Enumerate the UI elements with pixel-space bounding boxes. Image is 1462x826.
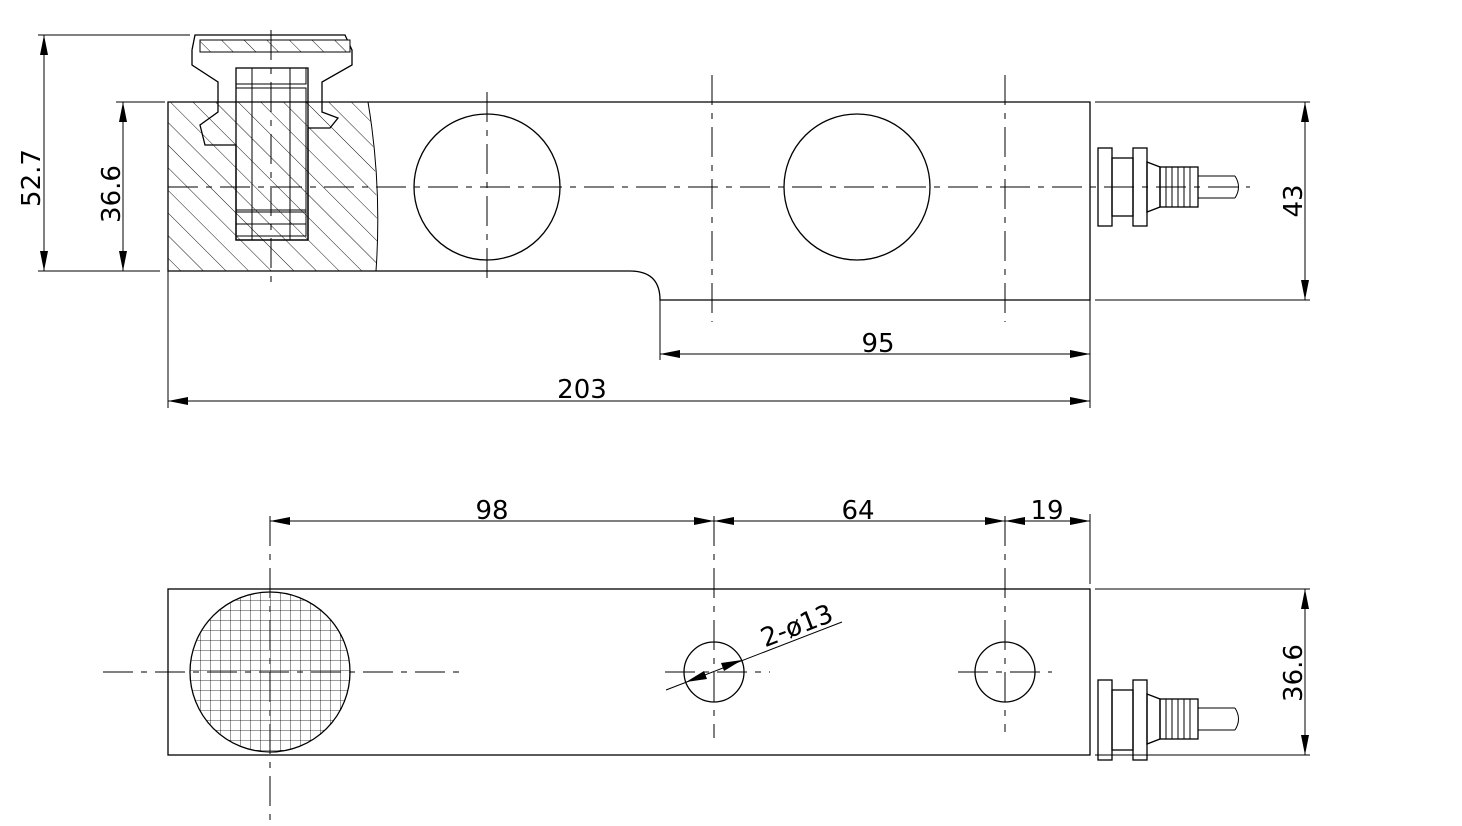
break-line xyxy=(367,101,379,272)
dim-hole-diameter: 2-ø13 xyxy=(665,599,843,691)
dim-height-body: 36.6 xyxy=(97,101,165,271)
dim-length-step: 95 xyxy=(659,300,1091,408)
cable-connector-top xyxy=(1097,679,1239,761)
dim-height-right: 43 xyxy=(1095,101,1310,301)
cable-connector-side xyxy=(1097,147,1239,227)
dim-length-total: 203 xyxy=(167,271,1090,408)
dim-text-64: 64 xyxy=(841,496,874,526)
dim-width-body: 36.6 xyxy=(1095,588,1310,756)
dim-text-52-7: 52.7 xyxy=(17,149,47,207)
dim-text-19: 19 xyxy=(1030,496,1063,526)
dim-text-95: 95 xyxy=(861,329,894,359)
dim-text-43: 43 xyxy=(1279,184,1309,217)
dim-text-36-6-top: 36.6 xyxy=(1279,644,1309,702)
side-bore-2 xyxy=(783,113,931,261)
dim-text-98: 98 xyxy=(475,496,508,526)
dim-hole-spacing: 98 64 19 xyxy=(270,496,1091,584)
side-view: 52.7 36.6 43 95 xyxy=(17,30,1310,408)
top-view: 2-ø13 98 xyxy=(103,496,1310,826)
load-button xyxy=(191,34,353,241)
side-body-outline xyxy=(167,101,1091,301)
dim-height-total: 52.7 xyxy=(17,34,190,272)
dim-text-2-phi-13: 2-ø13 xyxy=(757,599,838,654)
dim-text-36-6-side: 36.6 xyxy=(97,165,127,223)
dim-text-203: 203 xyxy=(557,375,607,405)
